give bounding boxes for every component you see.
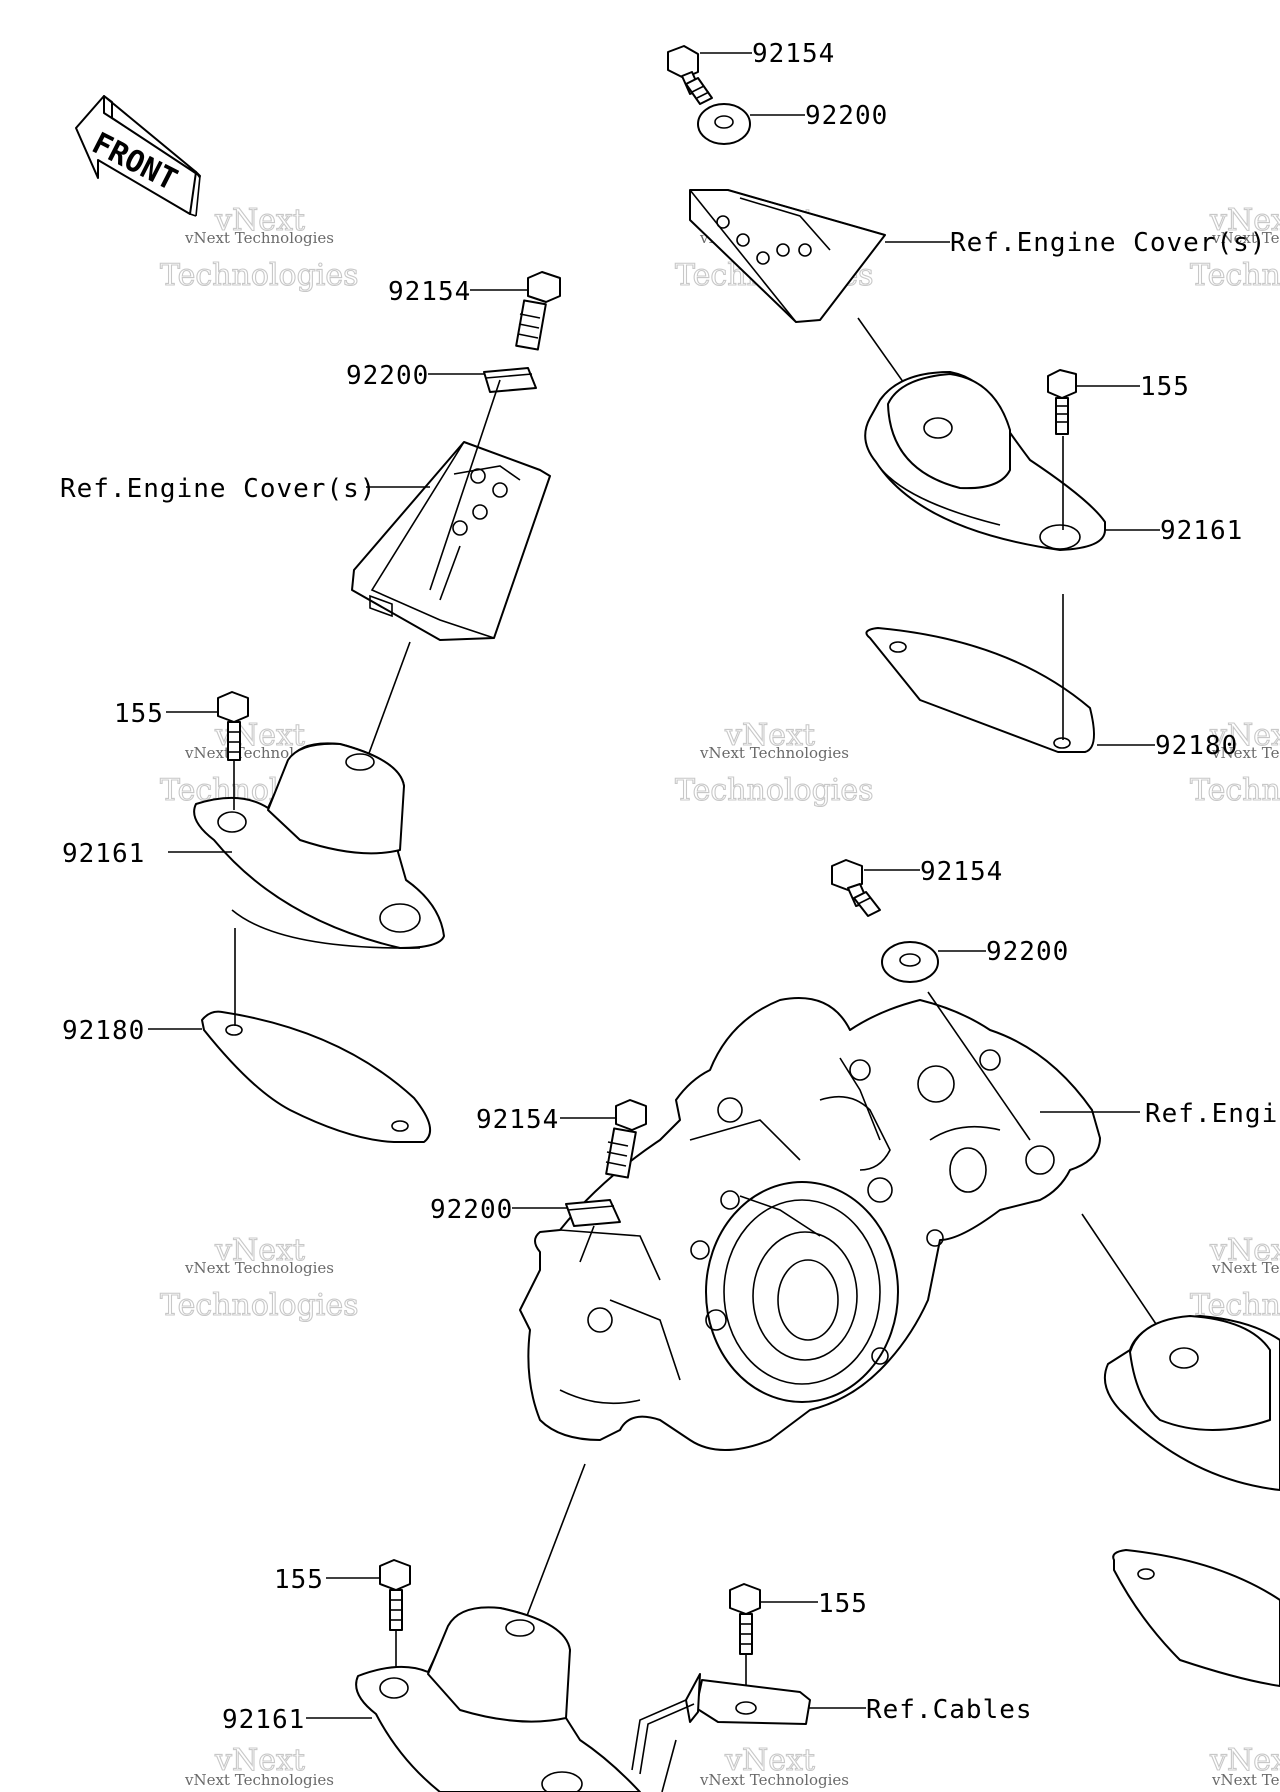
bolt-92154-b [667,45,713,105]
svg-text:vNext Technologies: vNext Technologies [184,229,334,247]
bolt-155-c [379,1559,411,1631]
svg-text:Technologies: Technologies [160,258,359,293]
label-155-c: 155 [274,1565,324,1595]
leader-washer-axis-d [579,1225,595,1263]
front-arrow-icon: FRONT [75,95,201,217]
label-92154-a: 92154 [388,277,471,307]
svg-text:vNext: vNext [214,1743,305,1778]
bolt-155-b [1047,369,1077,435]
mount-92161-d [1104,1315,1280,1491]
watermark: vNext Technologies vNext Technologies [674,717,874,808]
label-92161-b: 92161 [1160,516,1243,546]
label-92200-b: 92200 [805,101,888,131]
label-92161-c: 92161 [222,1705,305,1735]
watermark-group: vNext Technologies vNext Technologies vN… [159,202,1280,1789]
label-155-a: 155 [114,699,164,729]
svg-text:vNext Technologies: vNext Technologies [699,1771,849,1789]
svg-text:vNext: vNext [214,1233,305,1268]
watermark: vNext Technologies vNext Technologies [1189,202,1280,293]
washer-92200-d [565,1199,621,1227]
watermark: vNext Technologies vNext Technologies [1189,717,1280,808]
bolt-92154-d [605,1099,647,1179]
watermark: vNext Technologies vNext Technologies [159,202,359,293]
label-92180-a: 92180 [62,1016,145,1046]
label-92161-a: 92161 [62,839,145,869]
engine-cover-bracket-a [351,441,551,641]
plate-92180-a [201,1010,432,1143]
label-92200-d: 92200 [430,1195,513,1225]
leader-axis-a-top [429,379,501,591]
label-92154-c: 92154 [920,857,1003,887]
leader-axis-a-mid [367,641,411,757]
label-92180-b: 92180 [1155,731,1238,761]
svg-text:vNext Technologies: vNext Technologies [1211,229,1280,247]
svg-text:vNext Technologies: vNext Technologies [184,1259,334,1277]
bolt-92154-c [831,859,881,917]
svg-text:Technologies: Technologies [675,773,874,808]
mount-92161-a [193,742,445,949]
engine-cover-bracket-b [689,189,886,323]
label-92200-c: 92200 [986,937,1069,967]
bolt-155-a [217,691,249,761]
watermark: vNext vNext Technologies [184,1742,334,1789]
svg-text:Technologies: Technologies [1190,258,1280,293]
bolt-92154-a [515,271,561,351]
svg-text:vNext: vNext [724,718,815,753]
svg-text:vNext Technologies: vNext Technologies [184,1771,334,1789]
watermark: vNext vNext Technologies [699,1742,849,1789]
svg-text:vNext Technologies: vNext Technologies [1211,744,1280,762]
leader-axis-c-bottom [1081,1213,1161,1331]
label-155-b: 155 [1140,372,1190,402]
label-ref-engine-cover-b: Ref.Engine Cover(s) [950,228,1266,258]
watermark: vNext vNext Technologies [1208,1742,1280,1789]
svg-text:Technologies: Technologies [1190,773,1280,808]
label-92200-a: 92200 [346,361,429,391]
plate-92180-d [1112,1549,1280,1687]
bolt-155-d [729,1583,761,1655]
label-92154-b: 92154 [752,39,835,69]
label-155-d: 155 [818,1589,868,1619]
washer-92200-c [881,941,939,983]
label-92154-d: 92154 [476,1105,559,1135]
engine-case [519,997,1101,1451]
svg-text:Technologies: Technologies [160,1288,359,1323]
svg-text:vNext: vNext [724,1743,815,1778]
washer-92200-b [697,103,751,145]
svg-text:vNext Technologies: vNext Technologies [1211,1771,1280,1789]
svg-text:vNext: vNext [1209,1233,1280,1268]
watermark: vNext Technologies vNext Technologies [1189,1232,1280,1323]
washer-92200-a [483,367,537,393]
svg-text:vNext: vNext [214,203,305,238]
svg-text:vNext: vNext [1209,203,1280,238]
svg-text:vNext: vNext [1209,1743,1280,1778]
label-ref-engine-c: Ref.Engi [1145,1099,1278,1129]
svg-text:vNext: vNext [1209,718,1280,753]
label-ref-cables: Ref.Cables [866,1695,1033,1725]
mount-92161-c [355,1606,641,1792]
label-ref-engine-cover-a: Ref.Engine Cover(s) [60,474,376,504]
svg-text:vNext Technologies: vNext Technologies [699,744,849,762]
leader-axis-bottom [519,1463,586,1635]
leader-axis-c-top [927,991,1031,1141]
plate-92180-b [865,627,1095,753]
cable-bracket [631,1673,811,1792]
svg-text:vNext Technologies: vNext Technologies [1211,1259,1280,1277]
mount-92161-b [864,371,1106,551]
watermark: vNext Technologies vNext Technologies [159,1232,359,1323]
